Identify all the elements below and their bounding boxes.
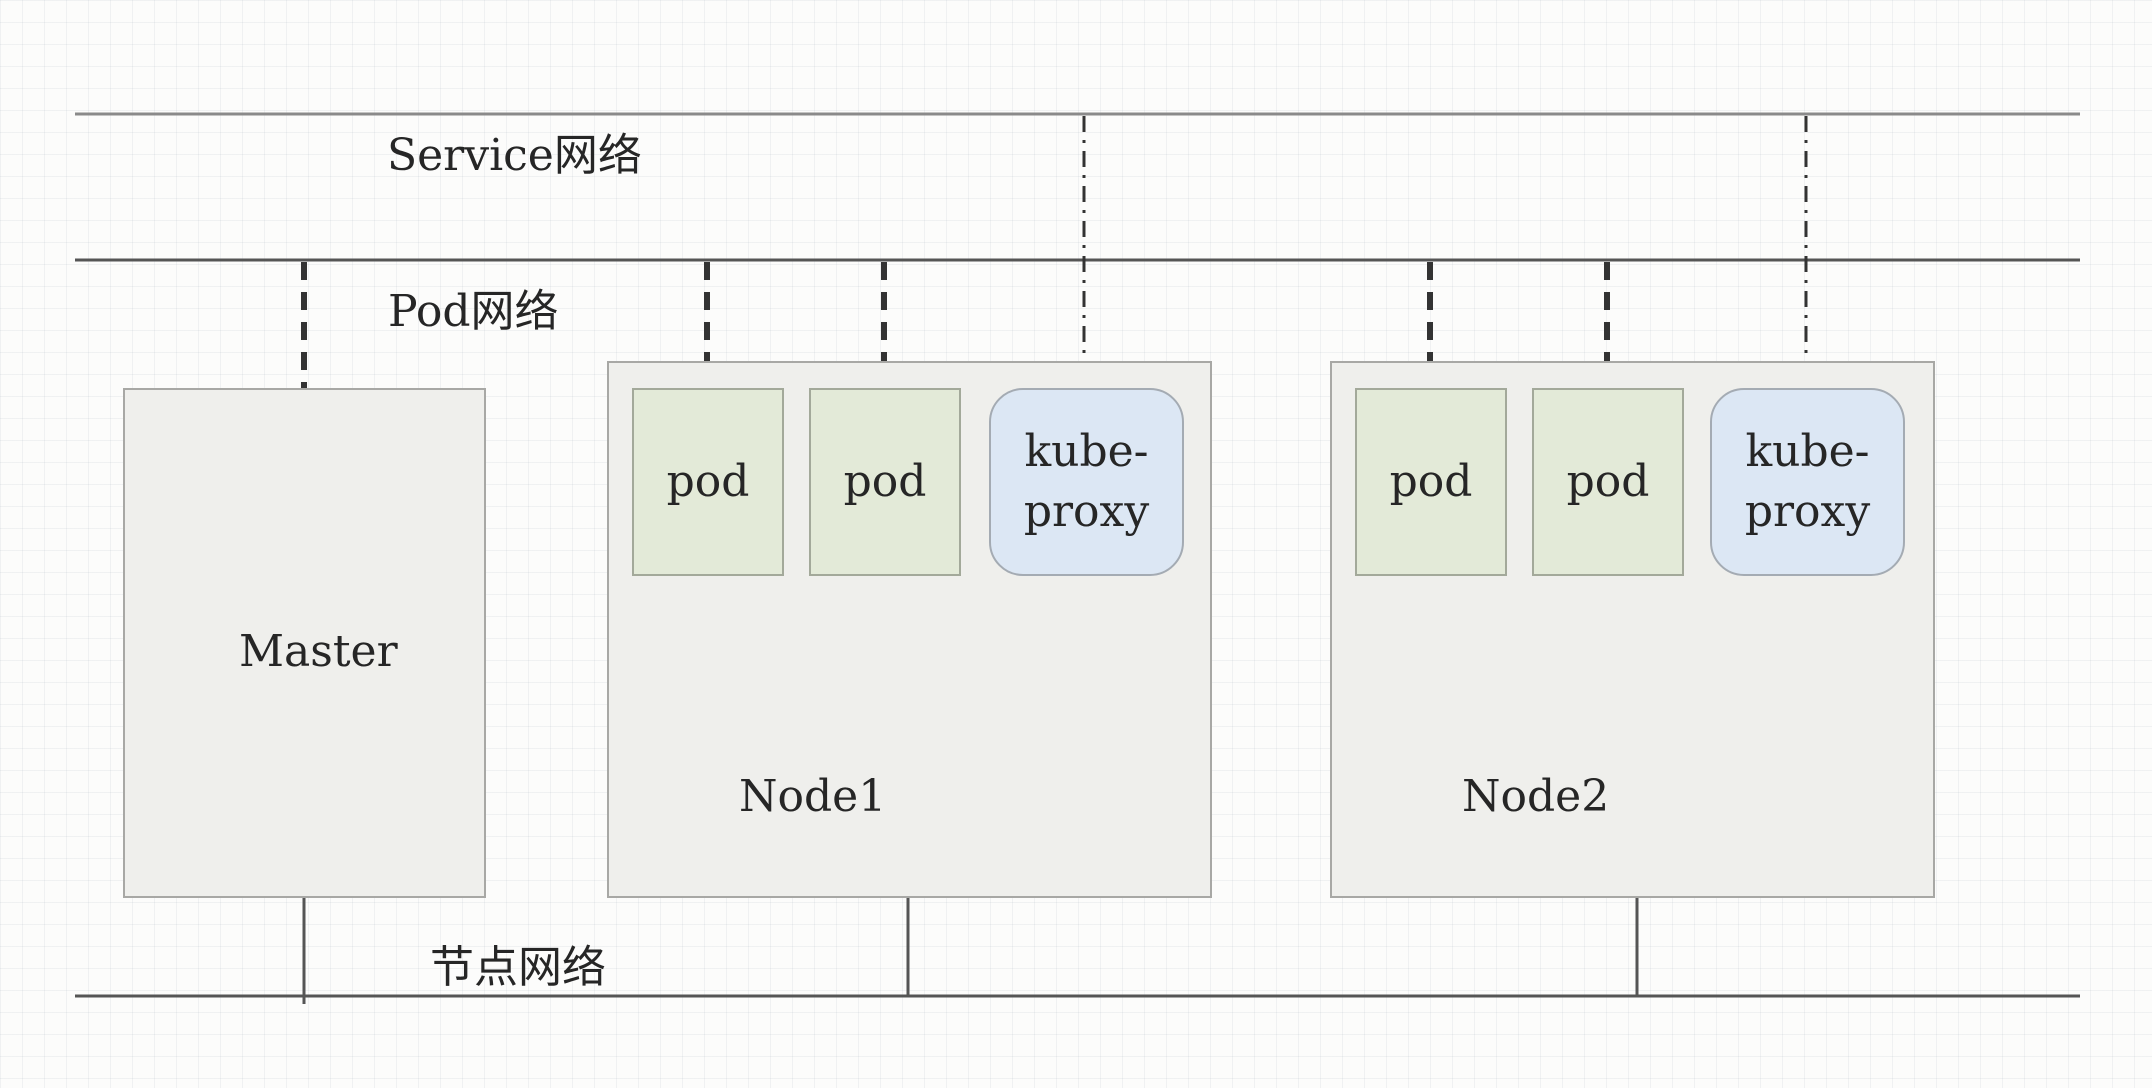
proxy-label-line2: proxy	[1744, 486, 1871, 537]
service-network-label: Service网络	[387, 130, 642, 181]
node1-pod-1: pod	[632, 388, 784, 576]
node1-kube-proxy: kube- proxy	[989, 388, 1184, 576]
proxy-label-line2: proxy	[1023, 486, 1150, 537]
node2-label: Node2	[1462, 771, 1610, 822]
master-box: Master	[123, 388, 486, 898]
node1-label: Node1	[739, 771, 887, 822]
node2-pod-1: pod	[1355, 388, 1507, 576]
node2-kube-proxy: kube- proxy	[1710, 388, 1905, 576]
pod-network-label: Pod网络	[388, 286, 559, 337]
node2-pod-2: pod	[1532, 388, 1684, 576]
node1-pod-2: pod	[809, 388, 961, 576]
proxy-label-line1: kube-	[1024, 426, 1149, 477]
pod-label: pod	[1566, 456, 1650, 507]
pod-label: pod	[843, 456, 927, 507]
node-network-label: 节点网络	[430, 942, 606, 993]
master-label: Master	[239, 626, 398, 677]
pod-label: pod	[1389, 456, 1473, 507]
proxy-label-line1: kube-	[1745, 426, 1870, 477]
pod-label: pod	[666, 456, 750, 507]
